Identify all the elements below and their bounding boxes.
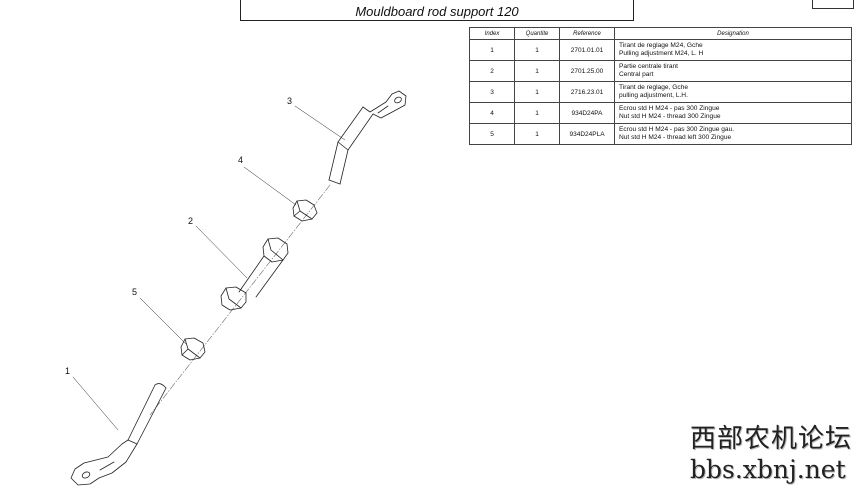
designation-en: Nut std H M24 - thread 300 Zingue: [619, 113, 721, 120]
designation-fr: Tirant de reglage, Gche: [619, 84, 689, 91]
leader-line-3: [294, 105, 346, 141]
designation-en: pulling adjustment, L.H.: [619, 92, 688, 99]
forum-watermark: 西部农机论坛 bbs.xbnj.net: [690, 424, 860, 486]
table-row: 5 1 934D24PLA Ecrou std H M24 - pas 300 …: [469, 123, 852, 145]
part-3-upper-rod: [328, 90, 407, 185]
drawing-title: Mouldboard rod support 120: [355, 3, 519, 19]
watermark-text: 西部农机论坛: [690, 424, 853, 454]
callout-1: 1: [65, 366, 70, 376]
designation-fr: Partie centrale tirant: [619, 63, 679, 70]
part-2-central-part: [220, 237, 289, 311]
designation-en: Central part: [619, 71, 654, 78]
assembly-axis: [149, 184, 331, 416]
callout-5: 5: [132, 287, 137, 297]
designation-en: Pulling adjustment M24, L. H: [619, 50, 704, 57]
designation-fr: Ecrou std H M24 - pas 300 Zingue gau.: [619, 126, 735, 133]
callout-2: 2: [188, 216, 193, 226]
watermark-url: bbs.xbnj.net: [690, 455, 846, 484]
leader-line-1: [72, 376, 119, 431]
parts-table: Index Quantite Reference Designation 1 1…: [469, 27, 852, 145]
designation-en: Nut std H M24 - thread left 300 Zingue: [619, 134, 732, 141]
designation-fr: Tirant de reglage M24, Gche: [619, 42, 703, 49]
cell-reference: 934D24PLA: [559, 123, 615, 145]
designation-fr: Ecrou std H M24 - pas 300 Zingue: [619, 105, 720, 112]
part-4-nut: [292, 199, 318, 222]
table-row: 4 1 934D24PA Ecrou std H M24 - pas 300 Z…: [469, 102, 852, 124]
callout-4: 4: [238, 155, 243, 165]
leader-line-4: [243, 166, 297, 206]
part-5-nut: [180, 337, 206, 361]
title-block: Mouldboard rod support 120: [240, 0, 634, 21]
corner-block: [812, 0, 854, 9]
leader-line-5: [139, 297, 187, 345]
leader-line-2: [195, 225, 248, 279]
part-1-lower-rod: [70, 383, 167, 486]
cell-designation: Ecrou std H M24 - pas 300 Zingue gau.Nut…: [614, 123, 852, 145]
callout-3: 3: [287, 96, 292, 106]
